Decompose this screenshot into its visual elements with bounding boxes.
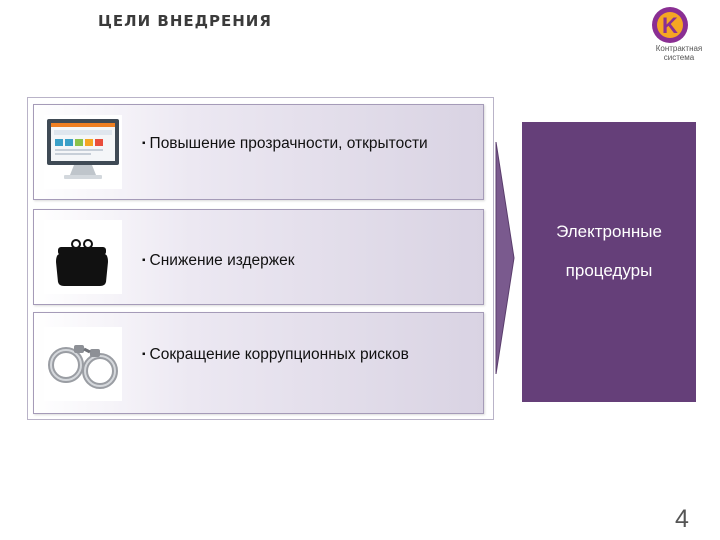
wallet-icon (44, 220, 122, 294)
computer-monitor-icon (44, 115, 122, 189)
bullet-marker: ▪ (142, 349, 146, 360)
page-number: 4 (675, 505, 689, 533)
logo-caption: Контрактная система (640, 44, 718, 62)
bullet-marker: ▪ (142, 138, 146, 149)
page-title: ЦЕЛИ ВНЕДРЕНИЯ (98, 12, 272, 30)
logo-caption-line-2: система (663, 53, 695, 62)
goal-text: ▪Повышение прозрачности, открытости (142, 135, 472, 152)
result-box: Электронные процедуры (522, 122, 696, 402)
bullet-marker: ▪ (142, 255, 146, 266)
contract-system-logo: K (652, 7, 688, 43)
arrow-right-icon (495, 142, 515, 374)
goal-label: Повышение прозрачности, открытости (149, 135, 428, 152)
logo-letter: K (662, 13, 678, 38)
goal-text: ▪Снижение издержек (142, 252, 472, 269)
result-line-2: процедуры (565, 261, 653, 280)
goals-panel: ▪Повышение прозрачности, открытости ▪Сни… (27, 97, 494, 420)
goal-label: Снижение издержек (149, 252, 295, 269)
goal-row-transparency: ▪Повышение прозрачности, открытости (33, 104, 484, 200)
goal-text: ▪Сокращение коррупционных рисков (142, 346, 472, 363)
goal-row-costs: ▪Снижение издержек (33, 209, 484, 305)
logo-caption-line-1: Контрактная (655, 44, 703, 53)
handcuffs-icon (44, 327, 122, 401)
goal-label: Сокращение коррупционных рисков (149, 346, 409, 363)
goal-row-corruption: ▪Сокращение коррупционных рисков (33, 312, 484, 414)
result-line-1: Электронные (556, 222, 662, 241)
